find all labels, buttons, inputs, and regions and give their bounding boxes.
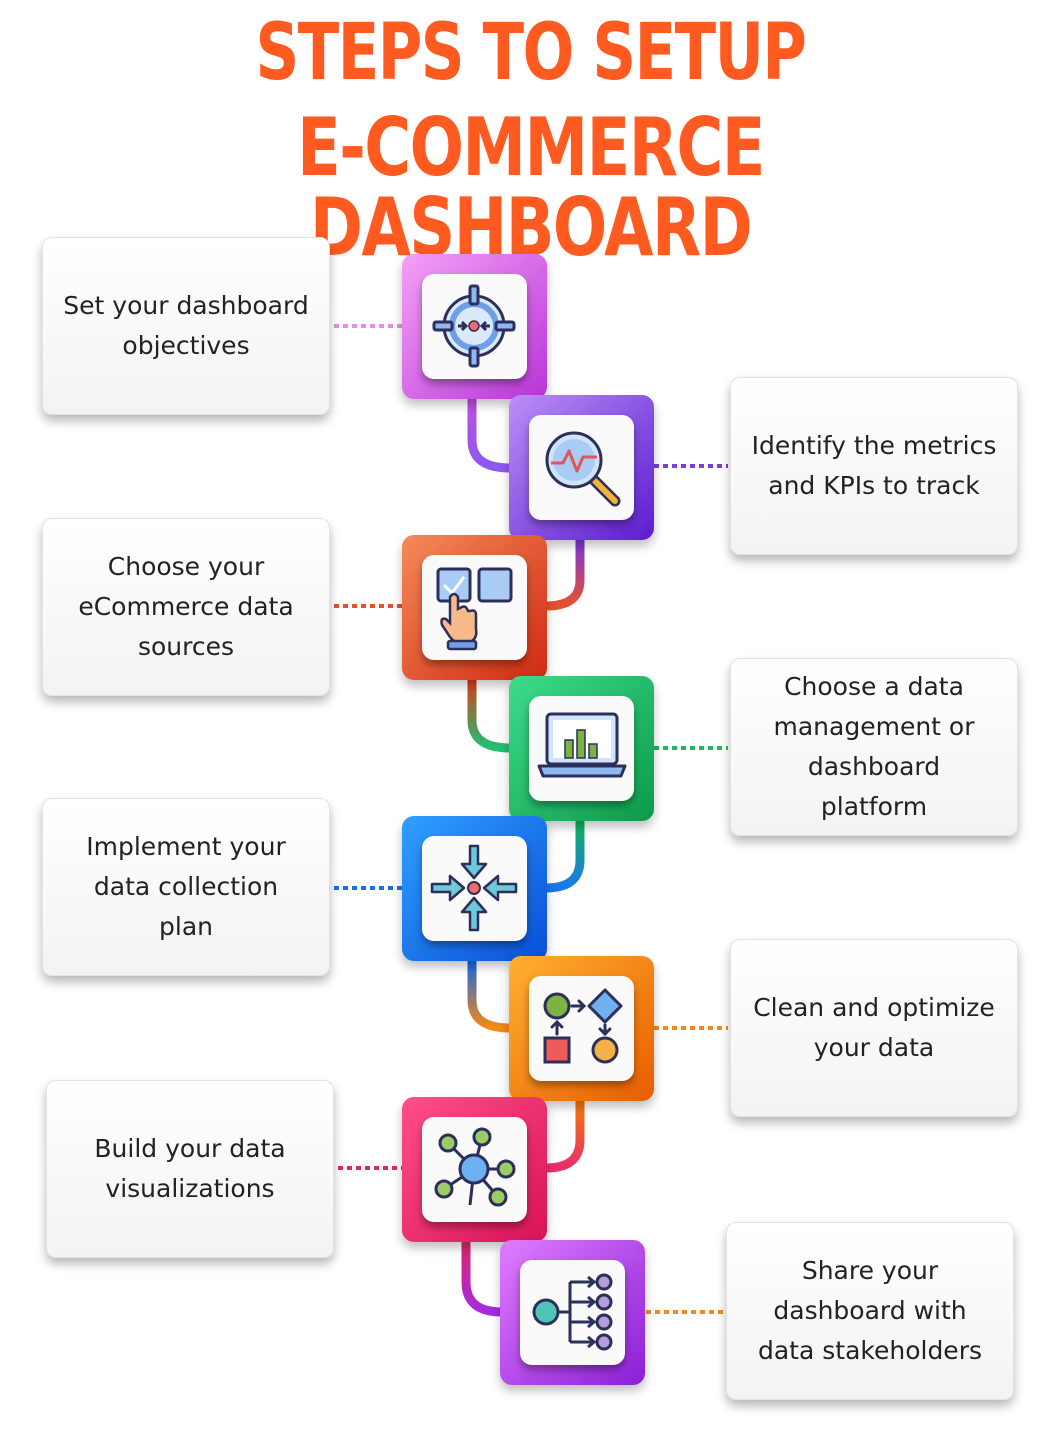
step-6-text: Clean and optimize your data	[753, 993, 995, 1062]
step-5-tile	[402, 816, 547, 961]
step-5-card: Implement your data collection plan	[42, 798, 330, 976]
magnifier-chart-icon	[529, 415, 634, 520]
step-4-text: Choose a data management or dashboard pl…	[773, 672, 975, 821]
step-2-card: Identify the metrics and KPIs to track	[730, 377, 1018, 555]
target-icon	[422, 274, 527, 379]
step-7-text: Build your data visualizations	[94, 1134, 286, 1203]
step-1-card: Set your dashboard objectives	[42, 237, 330, 415]
step-4-card: Choose a data management or dashboard pl…	[730, 658, 1018, 836]
title-line-2: E-COMMERCE DASHBOARD	[297, 101, 765, 274]
step-6-tile	[509, 956, 654, 1101]
step-1-text: Set your dashboard objectives	[63, 291, 309, 360]
step-8-text: Share your dashboard with data stakehold…	[757, 1256, 982, 1365]
step-7-card: Build your data visualizations	[46, 1080, 334, 1258]
step-2-text: Identify the metrics and KPIs to track	[751, 431, 997, 500]
network-nodes-icon	[422, 1117, 527, 1222]
process-flow-icon	[529, 976, 634, 1081]
title-line-1: STEPS TO SETUP	[255, 8, 807, 98]
step-6-card: Clean and optimize your data	[730, 939, 1018, 1117]
step-3-card: Choose your eCommerce data sources	[42, 518, 330, 696]
step-2-tile	[509, 395, 654, 540]
share-tree-icon	[520, 1260, 625, 1365]
laptop-chart-icon	[529, 696, 634, 801]
hand-select-icon	[422, 555, 527, 660]
step-5-text: Implement your data collection plan	[86, 832, 286, 941]
step-1-tile	[402, 254, 547, 399]
converge-arrows-icon	[422, 836, 527, 941]
step-3-tile	[402, 535, 547, 680]
step-4-tile	[509, 676, 654, 821]
step-7-tile	[402, 1097, 547, 1242]
step-3-text: Choose your eCommerce data sources	[78, 552, 294, 661]
step-8-card: Share your dashboard with data stakehold…	[726, 1222, 1014, 1400]
step-8-tile	[500, 1240, 645, 1385]
